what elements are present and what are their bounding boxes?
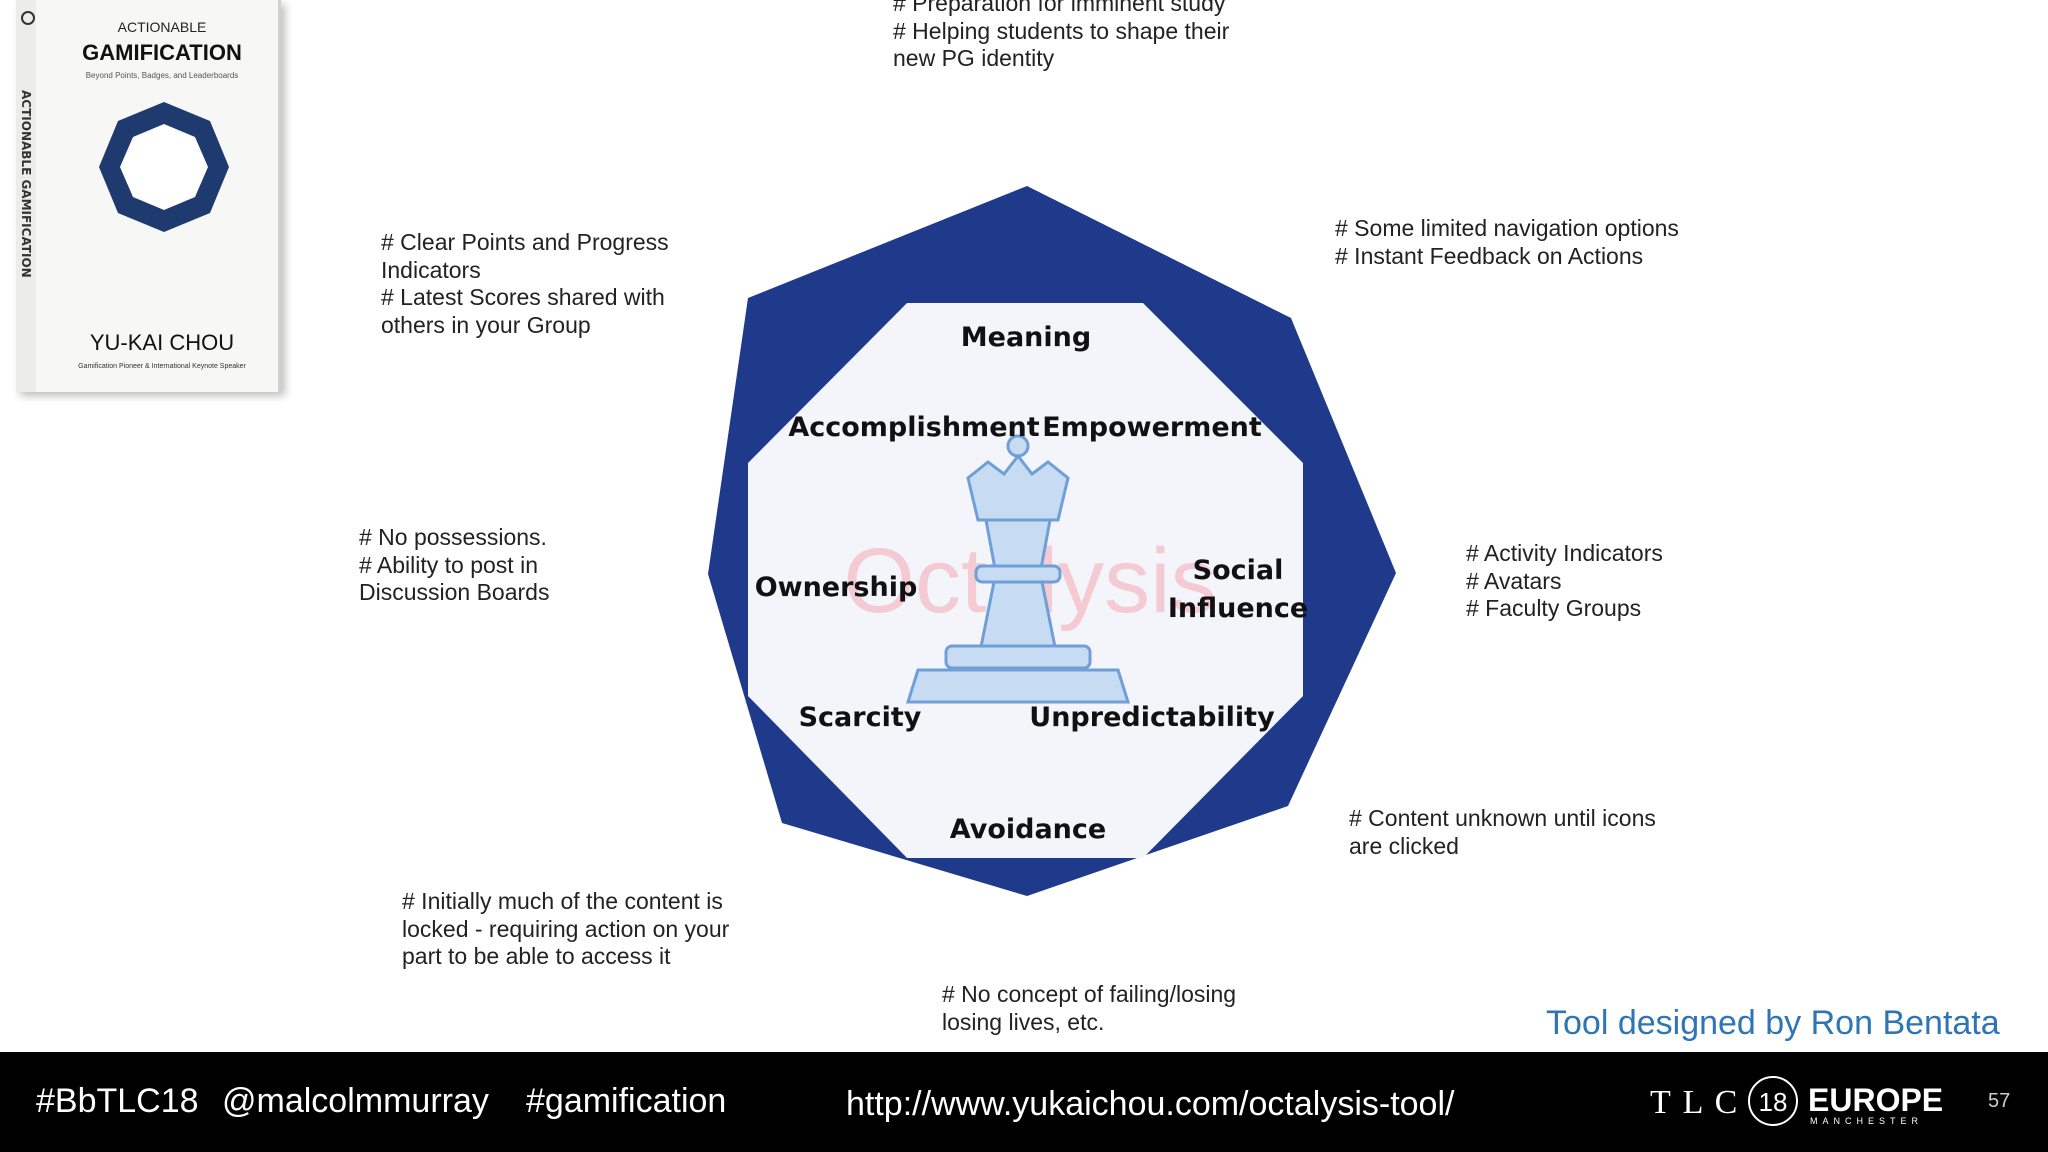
- octalysis-diagram: Octalysis Meaning Accomplishment Empower…: [708, 186, 1396, 896]
- note-line: # Activity Indicators: [1466, 540, 1663, 566]
- logo-city-text: MANCHESTER: [1810, 1116, 1924, 1126]
- drive-unpredictability: Unpredictability: [1029, 702, 1275, 733]
- book-spine: [16, 0, 36, 392]
- note-line: # Ability to post in: [359, 551, 538, 578]
- note-line: new PG identity: [893, 45, 1055, 71]
- king-piece-icon: [905, 434, 1131, 704]
- note-social: # Activity Indicators # Avatars # Facult…: [1466, 540, 1663, 623]
- book-author-caption: Gamification Pioneer & International Key…: [78, 363, 246, 370]
- note-line: part to be able to access it: [402, 943, 671, 969]
- drive-accomplishment: Accomplishment: [788, 412, 1039, 443]
- book-cover: ACTIONABLE GAMIFICATION ACTIONABLE GAMIF…: [16, 0, 281, 392]
- note-unpredictability: # Content unknown until icons are clicke…: [1349, 805, 1656, 860]
- note-line: # Some limited navigation options: [1335, 215, 1679, 241]
- note-line: # Preparation for imminent study: [893, 0, 1226, 16]
- note-line: Indicators: [381, 256, 481, 283]
- note-ownership: # No possessions. # Ability to post in D…: [359, 524, 549, 607]
- note-accomplishment: # Clear Points and Progress Indicators #…: [381, 229, 669, 339]
- book-author: YU-KAI CHOU: [90, 330, 234, 355]
- book-spine-text: ACTIONABLE GAMIFICATION: [19, 90, 33, 278]
- logo-circle-icon: 18: [1748, 1076, 1798, 1126]
- footer-hashtag-bbtlc18: #BbTLC18: [36, 1082, 199, 1120]
- book-tagline: Beyond Points, Badges, and Leaderboards: [86, 71, 239, 80]
- note-line: # Avatars: [1466, 567, 1562, 594]
- note-line: are clicked: [1349, 832, 1459, 859]
- drive-empowerment: Empowerment: [1042, 412, 1262, 443]
- note-line: # Initially much of the content is: [402, 888, 723, 914]
- note-line: losing lives, etc.: [942, 1008, 1105, 1035]
- book-title: GAMIFICATION: [82, 40, 242, 65]
- note-line: others in your Group: [381, 311, 591, 338]
- book-subtitle-top: ACTIONABLE: [118, 19, 207, 35]
- drive-ownership: Ownership: [755, 572, 918, 603]
- note-line: Discussion Boards: [359, 579, 550, 605]
- credit-text: Tool designed by Ron Bentata: [1546, 1004, 2000, 1042]
- footer-url[interactable]: http://www.yukaichou.com/octalysis-tool/: [846, 1085, 1455, 1123]
- footer-bar: #BbTLC18 @malcolmmurray #gamification ht…: [0, 1052, 2048, 1152]
- drive-influence: Influence: [1168, 593, 1308, 624]
- note-line: # Clear Points and Progress: [381, 229, 669, 255]
- note-line: # Content unknown until icons: [1349, 805, 1656, 831]
- book-art: ACTIONABLE GAMIFICATION ACTIONABLE GAMIF…: [19, 11, 247, 370]
- drive-meaning: Meaning: [961, 322, 1091, 353]
- note-scarcity: # Initially much of the content is locke…: [402, 888, 729, 971]
- note-line: # Faculty Groups: [1466, 595, 1642, 621]
- drive-social: Social: [1193, 555, 1284, 586]
- note-line: # Instant Feedback on Actions: [1335, 242, 1644, 269]
- note-line: # Latest Scores shared with: [381, 284, 665, 310]
- drive-avoidance: Avoidance: [950, 814, 1106, 845]
- note-meaning: # Preparation for imminent study # Helpi…: [893, 0, 1229, 73]
- slide-number: 57: [1988, 1090, 2011, 1112]
- note-line: # Helping students to shape their: [893, 17, 1230, 44]
- footer-hashtag-gamification: #gamification: [526, 1082, 727, 1120]
- logo-number: 18: [1758, 1087, 1788, 1117]
- note-empowerment: # Some limited navigation options # Inst…: [1335, 215, 1679, 270]
- footer-twitter-handle: @malcolmmurray: [222, 1082, 489, 1120]
- logo-tlc-text: T L C: [1650, 1084, 1740, 1121]
- logo-europe-text: EUROPE: [1808, 1082, 1944, 1118]
- drive-scarcity: Scarcity: [799, 702, 922, 733]
- note-line: locked - requiring action on your: [402, 915, 730, 942]
- note-line: # No possessions.: [359, 524, 547, 550]
- tlc-europe-logo: T L C 18 EUROPE MANCHESTER: [1650, 1074, 1950, 1132]
- note-line: # No concept of failing/losing: [942, 981, 1237, 1007]
- note-avoidance: # No concept of failing/losing losing li…: [942, 981, 1236, 1036]
